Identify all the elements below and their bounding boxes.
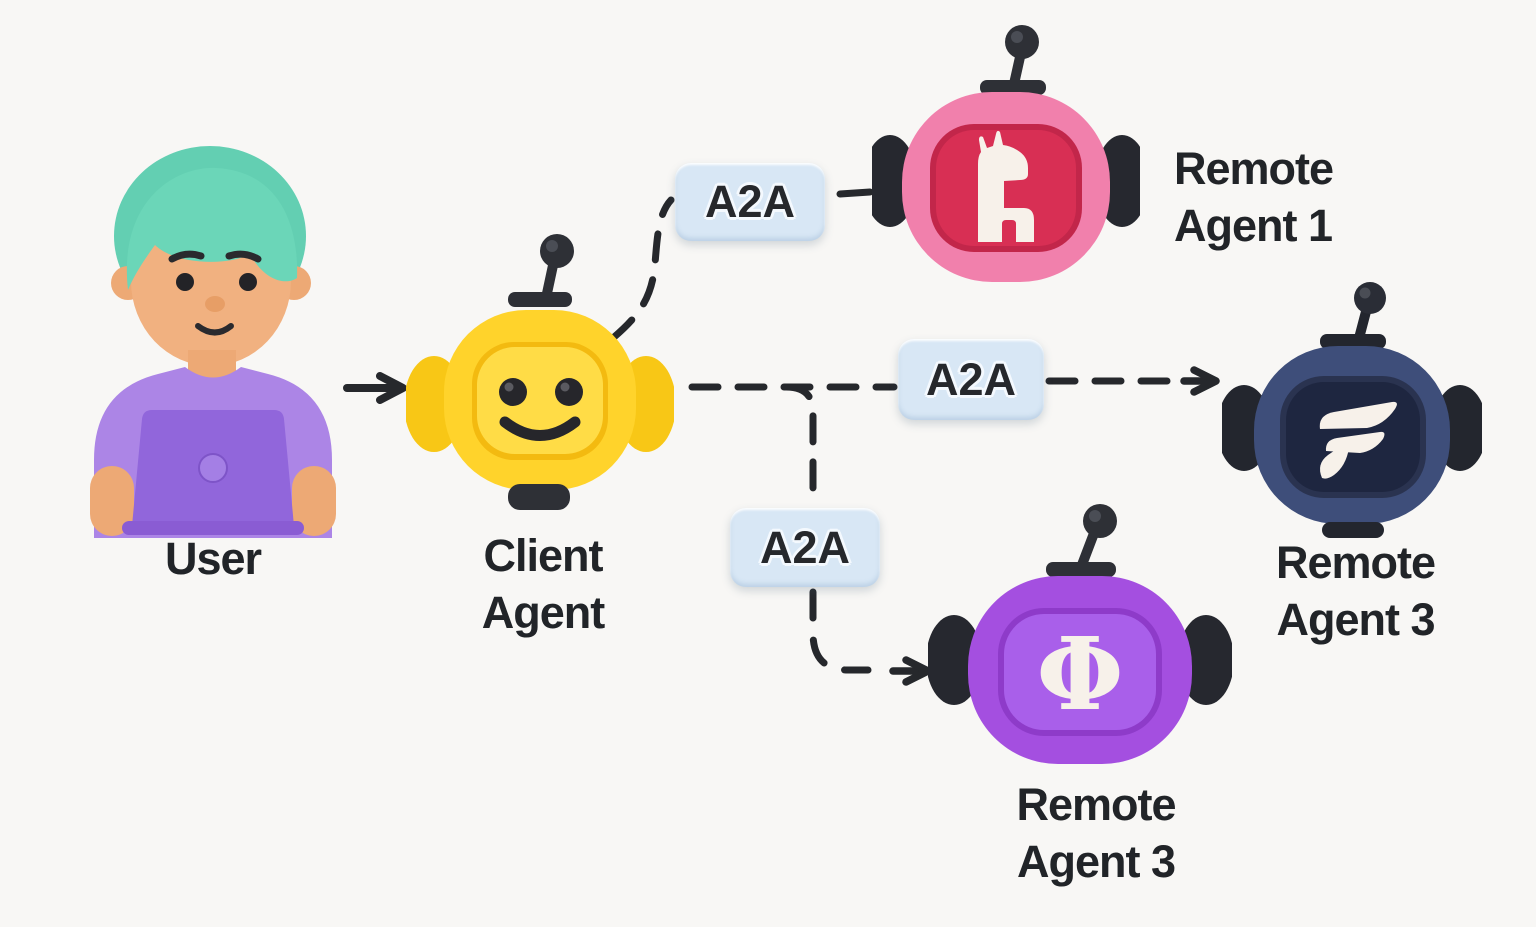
llama-icon xyxy=(978,130,1034,242)
client-agent-label-line2: Agent xyxy=(481,587,606,638)
smiley-robot-face xyxy=(499,378,583,441)
robot-antenna xyxy=(1320,282,1386,349)
remote-agent-1-label: Remote Agent 1 xyxy=(1174,140,1334,254)
remote-agent-1-label-line1: Remote xyxy=(1174,143,1334,194)
remote-agent-1-label-line2: Agent 1 xyxy=(1174,200,1333,251)
client-agent-robot xyxy=(406,234,674,510)
remote-agent-1-robot xyxy=(872,25,1140,282)
a2a-badge-top: A2A xyxy=(675,163,825,241)
remote-agent-3-bottom-label: Remote Agent 3 xyxy=(966,776,1226,890)
a2a-badge-middle: A2A xyxy=(898,339,1044,420)
robot-antenna xyxy=(980,25,1046,95)
remote-agent-3-right-label-line1: Remote xyxy=(1275,537,1436,588)
robot-antenna xyxy=(1046,504,1117,577)
connector-badge-top-to-remote1 xyxy=(836,188,874,198)
robot-antenna xyxy=(508,234,574,307)
connector-branch-down xyxy=(782,383,817,506)
user-label: User xyxy=(164,533,262,584)
remote-agent-3-right-label: Remote Agent 3 xyxy=(1228,534,1483,648)
remote-agent-3-bottom-robot: Φ xyxy=(928,504,1232,764)
user-avatar xyxy=(90,146,336,538)
arrow-to-remote3-right xyxy=(1180,366,1220,396)
client-agent-label: Client Agent xyxy=(418,527,668,641)
client-agent-label-line1: Client xyxy=(483,530,603,581)
remote-agent-3-right-robot xyxy=(1222,282,1482,538)
a2a-badge-bottom: A2A xyxy=(730,508,880,587)
remote-agent-3-right-label-line2: Agent 3 xyxy=(1276,594,1435,645)
remote-agent-3-bottom-label-line2: Agent 3 xyxy=(1016,836,1176,887)
phi-icon: Φ xyxy=(1036,615,1123,733)
connector-badge-bottom-to-remote3b xyxy=(809,588,872,674)
remote-agent-3-bottom-label-line1: Remote xyxy=(1016,779,1176,830)
f-leaf-logo-icon xyxy=(1319,401,1397,479)
arrow-to-remote3-bottom xyxy=(889,656,932,686)
